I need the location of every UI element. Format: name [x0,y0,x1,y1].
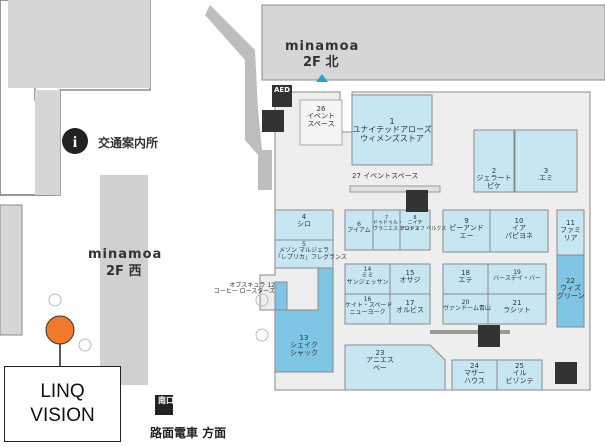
aed-label: AED [274,86,291,94]
west-lower-block [0,204,23,336]
west-brand: minamoa [88,247,163,262]
shop-4[interactable] [274,209,334,241]
shop-16[interactable] [344,293,391,325]
plant-icon [48,293,62,307]
shop-12[interactable] [274,281,288,311]
shop-23[interactable] [344,344,446,391]
street-direction-label: 路面電車 方面 [150,426,227,440]
stairs-bar [430,330,510,334]
shop-2[interactable] [473,129,515,193]
north-floor: 2F 北 [303,55,339,70]
shop-7[interactable] [372,209,401,251]
shop-5[interactable] [274,239,334,269]
shop-22[interactable] [556,254,585,328]
west-floor: 2F 西 [106,264,142,279]
linq-vision-line1: LINQ [40,381,85,403]
north-brand: minamoa [285,39,360,54]
event-space-26 [299,99,343,146]
info-desk-label: 交通案内所 [98,136,159,150]
north-arrow-icon [316,74,328,82]
escalator-icon-2 [478,325,500,347]
shop-21[interactable] [487,293,547,325]
event-space-27-label: 27 イベントスペース [352,172,419,180]
svg-text:i: i [73,134,78,151]
elevator-icon-2 [555,362,577,384]
linq-vision-callout[interactable]: LINQ VISION [4,366,121,442]
shop-13[interactable] [274,267,334,373]
exit-label: 南口 [158,396,174,405]
shop-8[interactable] [399,209,431,251]
shop-17[interactable] [389,293,431,325]
elevator-icon [262,110,284,132]
escalator-icon [406,190,428,212]
shop-14[interactable] [344,263,391,295]
shop-25[interactable] [496,359,543,391]
west-building-block [8,0,150,88]
linq-vision-marker[interactable] [45,315,75,345]
info-icon [62,128,88,154]
walkway [205,5,272,190]
north-building [261,4,605,81]
west-corridor [100,175,148,385]
shop-6[interactable] [344,209,374,251]
aed-box [272,85,292,107]
event-space-27-strip [349,185,441,193]
plant-icon-3 [255,293,269,307]
shop-3[interactable] [514,129,578,193]
linq-vision-line2: VISION [30,405,95,426]
west-building-wing [35,90,60,195]
shop-10[interactable] [489,209,549,253]
shop-15[interactable] [389,263,431,295]
plant-icon-2 [78,338,92,352]
exit-icon [155,395,173,415]
shop-1[interactable] [351,94,433,166]
plant-icon-4 [255,328,269,342]
